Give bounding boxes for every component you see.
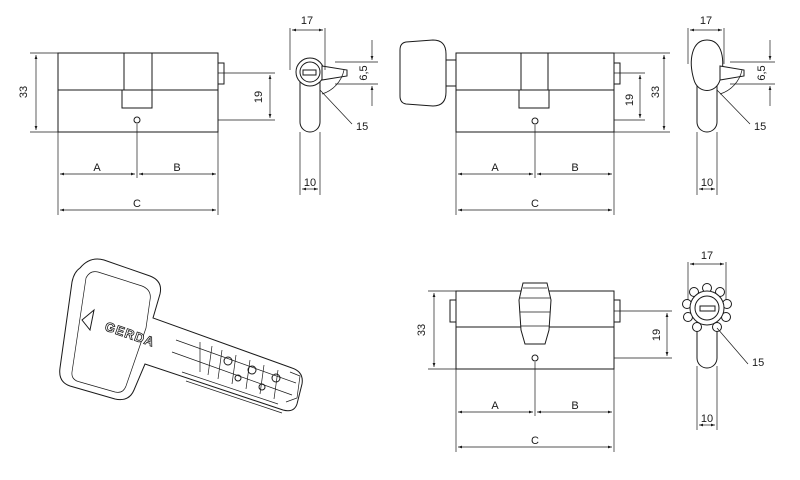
key-illustration: GERDA	[59, 258, 303, 414]
dimension-label-b: B	[571, 400, 578, 412]
dimension-label-width-17: 17	[701, 250, 713, 262]
cylinder-front-view-gear	[682, 283, 732, 369]
cylinder-side-view	[449, 282, 621, 370]
dimension-label-c: C	[133, 198, 141, 210]
cylinder-front-view	[295, 57, 348, 133]
dimension-label-height-19: 19	[253, 91, 265, 103]
dimension-lines	[455, 52, 670, 215]
dimension-label-cam-6-5: 6,5	[756, 65, 768, 80]
cylinder-front-view-knob	[690, 39, 745, 133]
dimension-label-height-33: 33	[18, 86, 30, 98]
dimension-lines	[428, 290, 672, 452]
dimension-label-height-33: 33	[416, 324, 428, 336]
dimension-label-width-17: 17	[700, 15, 712, 27]
front-dimension-lines	[687, 28, 775, 195]
key-blade	[171, 339, 301, 414]
dimension-label-width-10: 10	[701, 177, 713, 189]
cylinder-drawing-knob: A B C 33 19 17 6,5 15 10	[399, 15, 775, 215]
dimension-label-width-17: 17	[301, 15, 313, 27]
dimension-label-height-33: 33	[650, 86, 662, 98]
dimension-label-radius-15: 15	[754, 121, 766, 133]
front-dimension-lines	[687, 262, 749, 430]
dimension-label-width-10: 10	[701, 413, 713, 425]
dimension-label-b: B	[173, 162, 180, 174]
dimension-label-width-10: 10	[304, 177, 316, 189]
dimension-label-a: A	[491, 162, 499, 174]
cylinder-side-view	[57, 52, 225, 133]
gear-cam-icon	[682, 283, 732, 332]
cylinder-side-view	[399, 39, 621, 133]
dimension-label-a: A	[93, 162, 101, 174]
dimension-label-c: C	[531, 198, 539, 210]
cylinder-drawing-gear: A B C 33 19 17 15 10	[416, 250, 764, 452]
cylinder-drawing-double: A B C 33 19 17 6,5 15 10	[18, 15, 378, 215]
front-dimension-lines	[289, 28, 378, 195]
dimension-label-b: B	[571, 162, 578, 174]
dimension-label-a: A	[491, 400, 499, 412]
dimension-label-height-19: 19	[651, 329, 663, 341]
dimension-lines	[30, 52, 275, 215]
dimension-label-c: C	[531, 435, 539, 447]
dimension-label-cam-6-5: 6,5	[358, 65, 370, 80]
dimension-label-height-19: 19	[624, 94, 636, 106]
dimension-label-radius-15: 15	[356, 121, 368, 133]
dimension-label-radius-15: 15	[752, 357, 764, 369]
